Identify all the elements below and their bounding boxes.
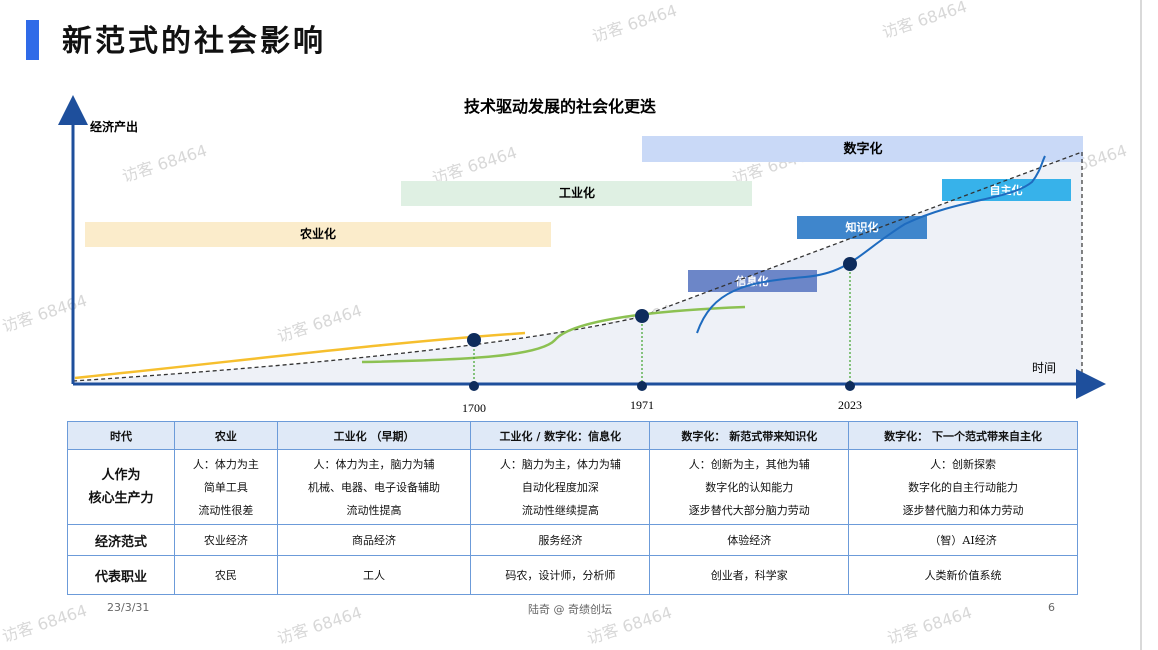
- table-cell: 人：创新探索 数字化的自主行动能力 逐步替代脑力和体力劳动: [848, 449, 1078, 525]
- growth-area: [73, 152, 1082, 384]
- band-digitalization-label: 数字化: [843, 141, 882, 157]
- table-row: 代表职业 农民 工人 码农，设计师，分析师 创业者，科学家 人类新价值系统: [67, 555, 1078, 595]
- table-cell: 农业经济: [174, 524, 278, 556]
- band-informatization-label: 信息化: [736, 274, 769, 288]
- page-title: 新范式的社会影响: [62, 24, 326, 59]
- milestone-point-1971: [635, 309, 649, 323]
- table-header-row: 时代 农业 工业化 （早期） 工业化 / 数字化：信息化 数字化： 新范式带来知…: [67, 421, 1078, 450]
- table-row: 人作为 核心生产力 人：体力为主 简单工具 流动性很差 人：体力为主，脑力为辅 …: [67, 449, 1078, 525]
- band-digitalization: [642, 136, 1083, 162]
- overall-trend-line: [72, 151, 1083, 382]
- evolution-diagram: 技术驱动发展的社会化更迭 农业化 工业化 数字化 信息化 知识化 自主化 经济产…: [58, 95, 1106, 415]
- x-axis-label: 时间: [1032, 361, 1056, 375]
- table-cell: 工人: [276, 555, 472, 595]
- band-autonomy-label: 自主化: [990, 183, 1023, 197]
- header-era: 时代: [67, 421, 175, 450]
- axis-marker-2023: [845, 381, 855, 391]
- milestone-label-1700: 1700: [462, 401, 486, 415]
- page-number: 6: [1048, 601, 1055, 614]
- band-knowledge-label: 知识化: [845, 220, 879, 234]
- table-cell: 创业者，科学家: [649, 555, 850, 595]
- watermark: 访客 68464: [274, 602, 365, 649]
- footer-author: 陆奇 @ 奇绩创坛: [528, 603, 612, 616]
- watermark: 访客 68464: [884, 602, 975, 649]
- row-header-occupation: 代表职业: [67, 555, 175, 595]
- table-cell: （智）AI经济: [848, 524, 1078, 556]
- table-cell: 人：脑力为主，体力为辅 自动化程度加深 流动性继续提高: [470, 449, 651, 525]
- table-cell: 人类新价值系统: [848, 555, 1078, 595]
- era-comparison-table: 时代 农业 工业化 （早期） 工业化 / 数字化：信息化 数字化： 新范式带来知…: [67, 421, 1078, 595]
- y-axis-label: 经济产出: [90, 119, 138, 134]
- row-header-economic-paradigm: 经济范式: [67, 524, 175, 556]
- band-industrialization-label: 工业化: [559, 185, 595, 200]
- header-early-industrial: 工业化 （早期）: [276, 421, 472, 450]
- band-agriculture-label: 农业化: [299, 226, 336, 241]
- table-cell: 码农，设计师，分析师: [470, 555, 651, 595]
- table-cell: 人：体力为主，脑力为辅 机械、电器、电子设备辅助 流动性提高: [276, 449, 472, 525]
- band-industrialization: [401, 181, 752, 206]
- diagram-title: 技术驱动发展的社会化更迭: [464, 97, 656, 116]
- digital-curve: [696, 155, 1046, 334]
- table-cell: 服务经济: [470, 524, 651, 556]
- industrial-curve: [361, 305, 746, 364]
- band-autonomy: [942, 179, 1071, 201]
- table-row: 经济范式 农业经济 商品经济 服务经济 体验经济 （智）AI经济: [67, 524, 1078, 556]
- milestone-label-2023: 2023: [838, 398, 862, 412]
- row-header-productivity: 人作为 核心生产力: [67, 449, 175, 525]
- table-cell: 体验经济: [649, 524, 850, 556]
- table-cell: 人：创新为主，其他为辅 数字化的认知能力 逐步替代大部分脑力劳动: [649, 449, 850, 525]
- header-agriculture: 农业: [174, 421, 278, 450]
- table-cell: 人：体力为主 简单工具 流动性很差: [174, 449, 278, 525]
- milestone-point-1700: [467, 333, 481, 347]
- slide-right-border: [1140, 0, 1142, 650]
- table-cell: 农民: [174, 555, 278, 595]
- milestone-point-2023: [843, 257, 857, 271]
- axis-marker-1971: [637, 381, 647, 391]
- watermark: 访客 68464: [0, 600, 90, 647]
- axis-marker-1700: [469, 381, 479, 391]
- band-agriculture: [85, 222, 551, 247]
- footer-date: 23/3/31: [107, 601, 150, 614]
- title-accent-bar: [26, 20, 39, 60]
- table-cell: 商品经济: [276, 524, 472, 556]
- agriculture-curve: [74, 331, 526, 380]
- header-knowledge: 数字化： 新范式带来知识化: [649, 421, 850, 450]
- header-informatization: 工业化 / 数字化：信息化: [470, 421, 651, 450]
- band-informatization: [688, 270, 817, 292]
- header-autonomy: 数字化： 下一个范式带来自主化: [848, 421, 1078, 450]
- milestone-label-1971: 1971: [630, 398, 654, 412]
